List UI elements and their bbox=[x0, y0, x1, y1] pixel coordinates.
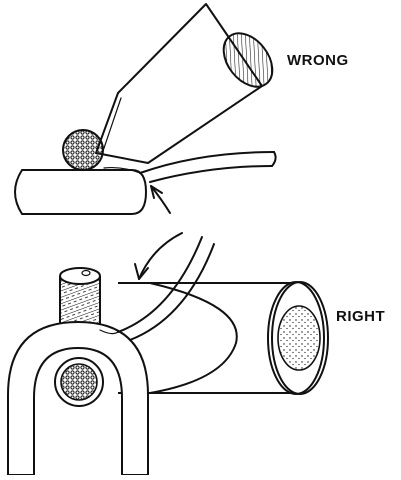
right-illustration bbox=[8, 237, 328, 475]
wrong-solder-blob bbox=[63, 130, 103, 170]
wrong-pointer-arrow bbox=[151, 186, 170, 213]
right-soldering-iron bbox=[118, 282, 328, 394]
wrong-label: WRONG bbox=[287, 52, 349, 69]
transition-arrow bbox=[135, 233, 182, 279]
right-label: RIGHT bbox=[336, 308, 385, 325]
wrong-soldering-iron bbox=[96, 4, 282, 163]
wrong-illustration bbox=[15, 4, 282, 214]
wrong-terminal-post bbox=[15, 170, 146, 214]
